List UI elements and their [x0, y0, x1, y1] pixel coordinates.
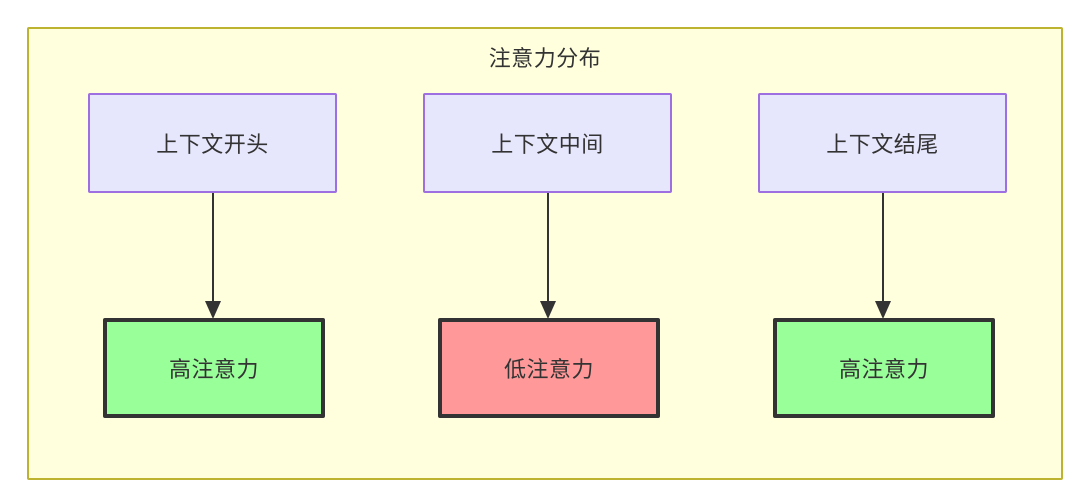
- node-context-start-label: 上下文开头: [156, 132, 269, 157]
- subgraph-title: 注意力分布: [488, 46, 602, 71]
- node-attention-middle-label: 低注意力: [503, 357, 594, 382]
- node-context-middle-label: 上下文中间: [491, 132, 604, 157]
- node-attention-middle[interactable]: 低注意力: [438, 318, 660, 418]
- node-attention-start[interactable]: 高注意力: [103, 318, 325, 418]
- node-attention-start-label: 高注意力: [168, 357, 259, 382]
- node-attention-end[interactable]: 高注意力: [773, 318, 995, 418]
- node-context-end-label: 上下文结尾: [826, 132, 939, 157]
- node-attention-end-label: 高注意力: [838, 357, 929, 382]
- node-context-end[interactable]: 上下文结尾: [758, 93, 1007, 193]
- node-context-middle[interactable]: 上下文中间: [423, 93, 672, 193]
- node-context-start[interactable]: 上下文开头: [88, 93, 337, 193]
